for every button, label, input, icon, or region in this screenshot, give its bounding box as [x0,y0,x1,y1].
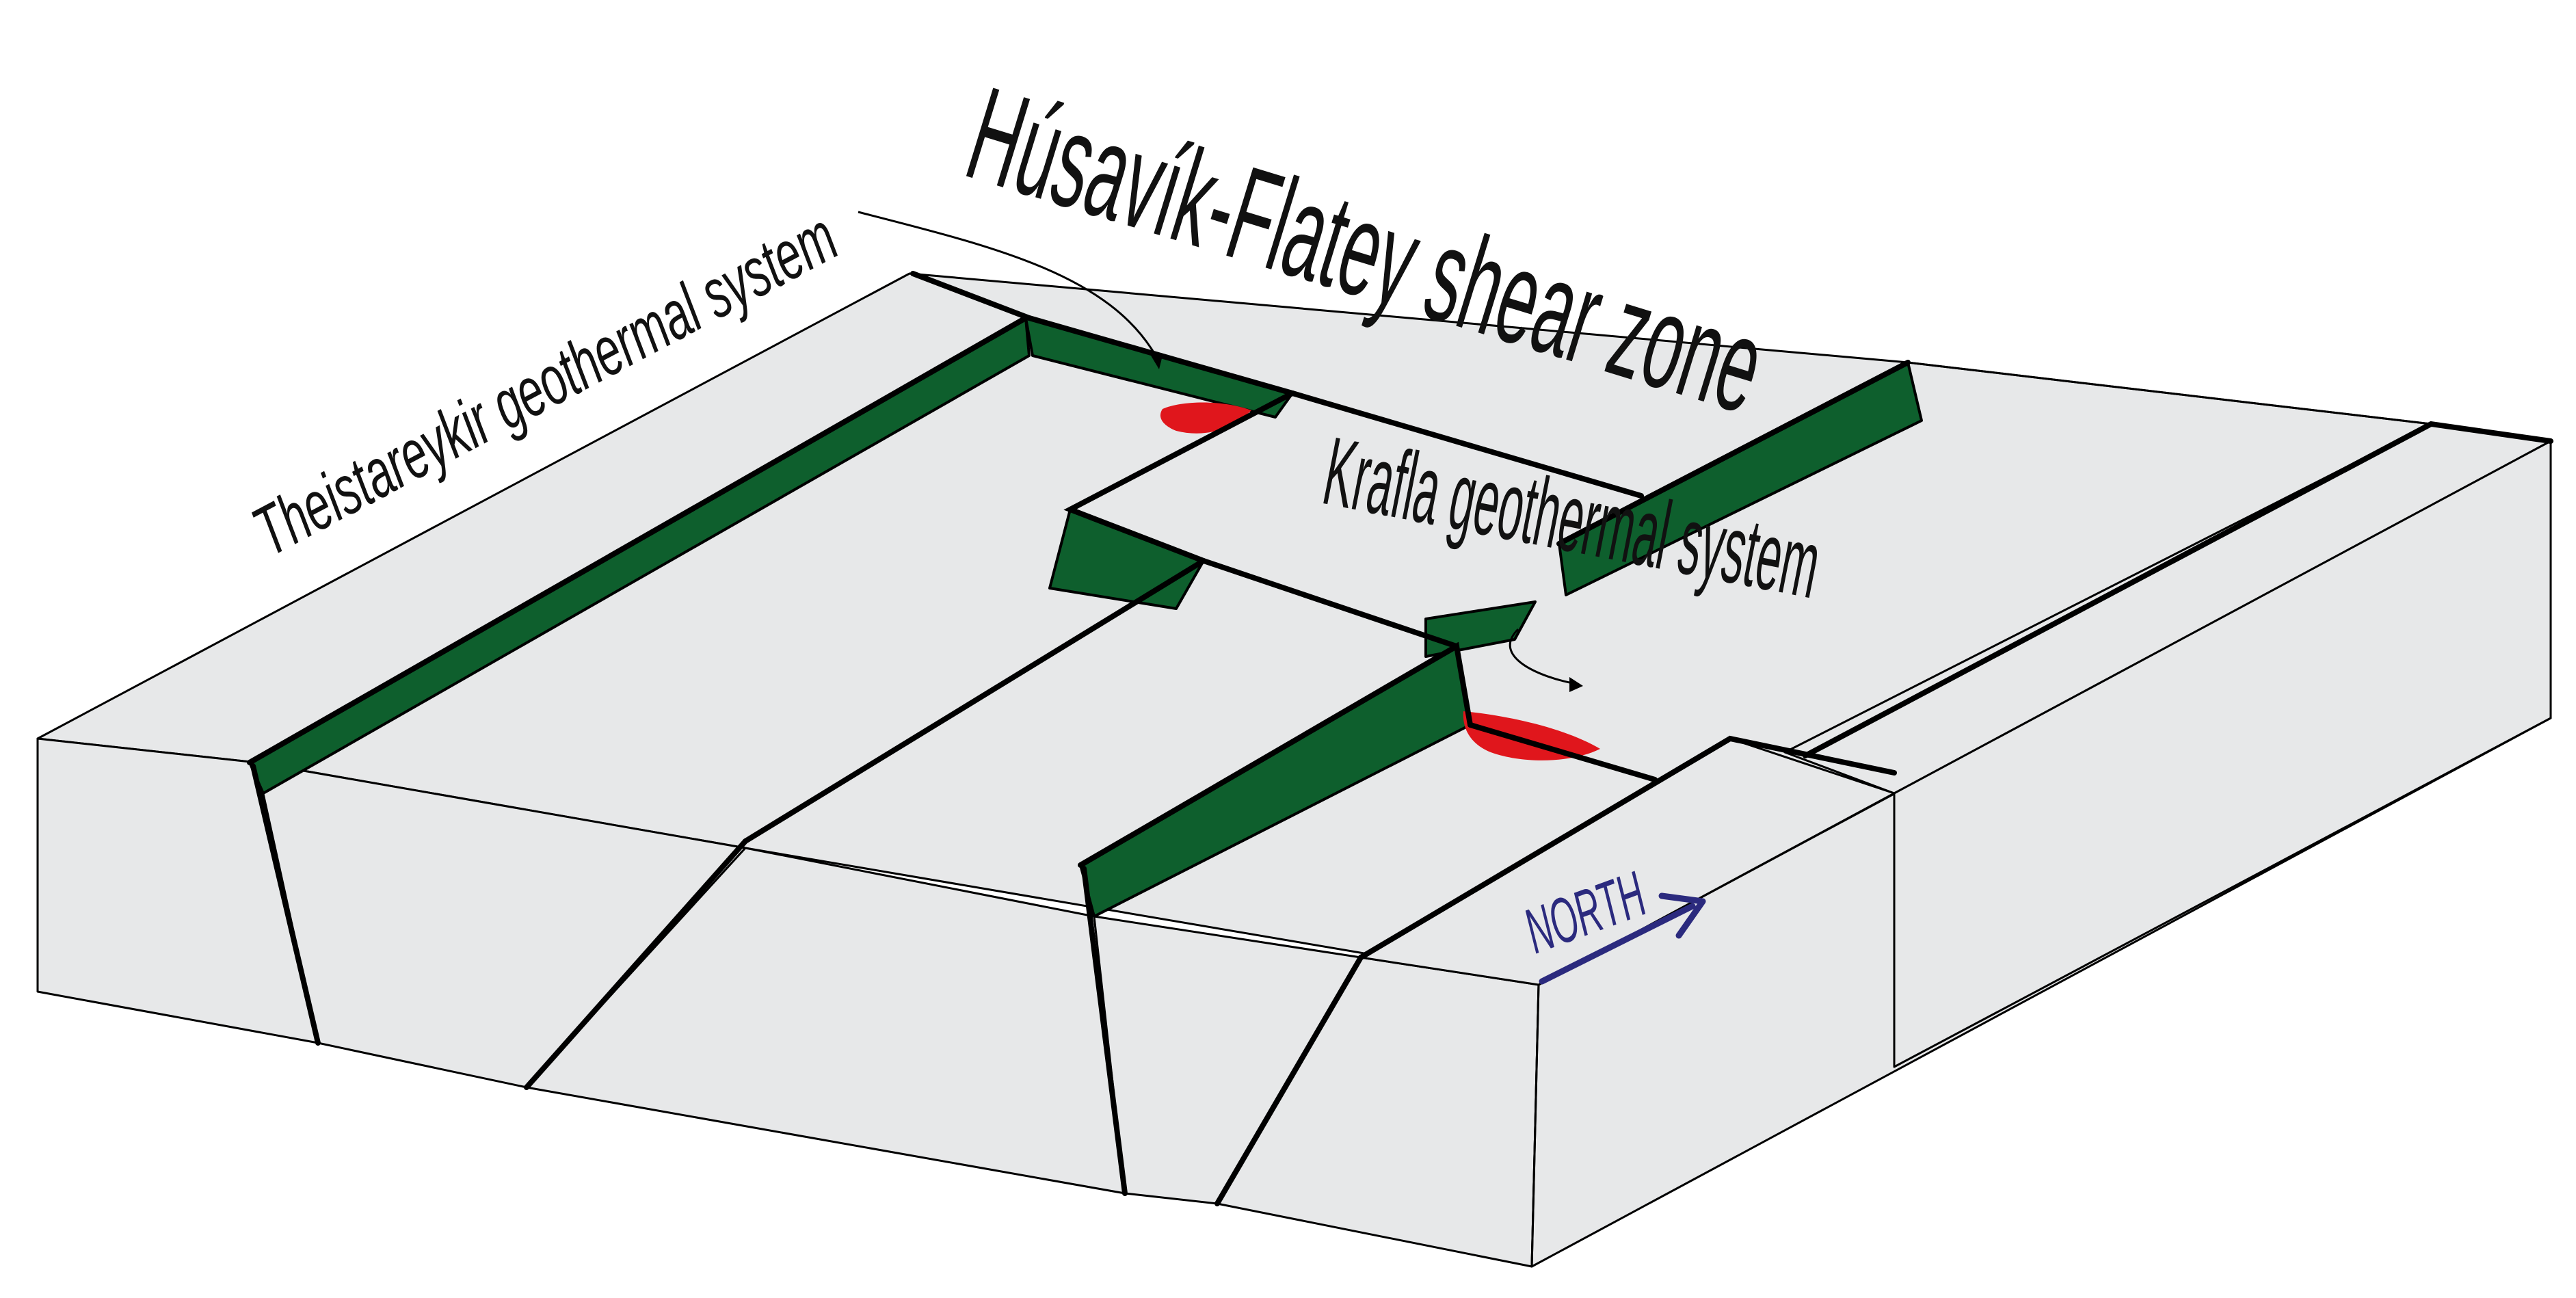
edge-line-back-right [1907,361,2432,425]
fault-line-theistareykir [247,315,1028,765]
leader-arrowhead-krafla [1569,677,1583,692]
leader-arrow-krafla [1509,628,1577,685]
fault-line-offset-step-lower [1201,558,1459,649]
magma-lens-krafla [1463,711,1600,760]
fault-line-graben-floor [1468,722,1658,782]
fault-line-krafla-lower-dip [1081,866,1128,1196]
fault-line-krafla-upper [1556,360,1911,546]
fault-line-step-front [1358,735,1897,960]
fault-line-theistareykir-dip [250,763,321,1046]
north-arrow-shaft [1539,903,1696,985]
fault-line-back [910,271,1032,321]
fault-line-step-dip [1214,955,1364,1206]
leader-arrowhead-shear-zone [1149,352,1163,369]
edge-line-front-corner [1530,984,1540,1267]
leader-arrow-shear-zone [858,211,1157,356]
arrow-right-icon [1658,892,1706,939]
fault-line-offset-step [1063,390,1295,564]
fault-line-mid-block-dip [524,838,748,1090]
fault-line-central [1290,390,1644,499]
fault-line-mid-block [743,558,1206,844]
fault-line-krafla-lower [1078,641,1473,868]
